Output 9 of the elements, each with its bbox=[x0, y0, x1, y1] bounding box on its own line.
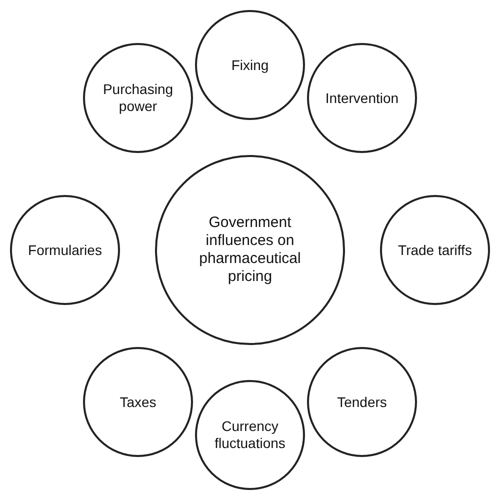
circle-label: Trade tariffs bbox=[398, 242, 472, 258]
circle-label: Government influences on pharmaceutical pricing bbox=[198, 214, 302, 286]
circle-label: Currency fluctuations bbox=[214, 418, 286, 452]
circle-label: Intervention bbox=[325, 90, 399, 106]
circle-label: Fixing bbox=[231, 56, 269, 74]
circle-label: Taxes bbox=[120, 394, 156, 410]
circle-label: Purchasing power bbox=[102, 81, 174, 115]
circle-label: Formularies bbox=[28, 242, 102, 258]
circle-label: Tenders bbox=[337, 394, 387, 410]
